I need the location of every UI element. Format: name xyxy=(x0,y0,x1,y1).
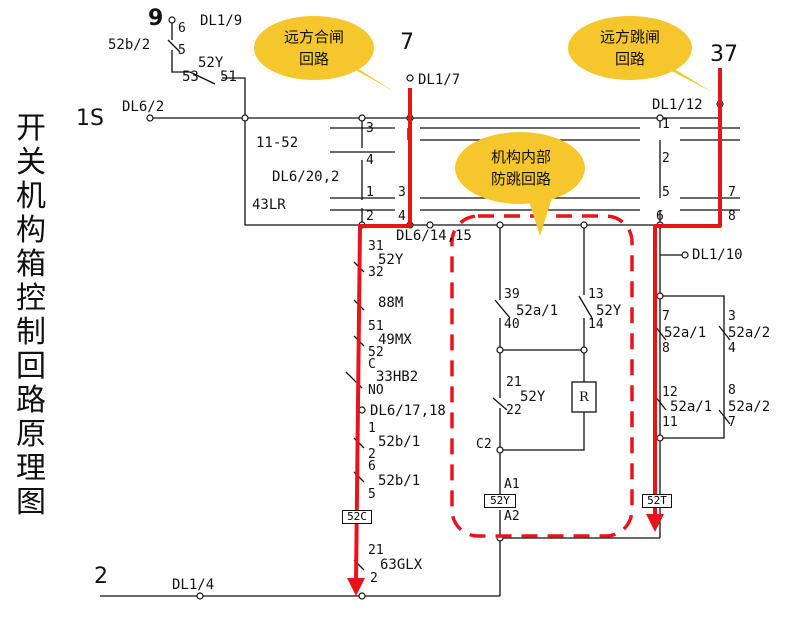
contact-52a2-right: 52a/2 xyxy=(728,325,771,341)
label-dl1-4: DL1/4 xyxy=(172,577,215,593)
pin-5e: 5 xyxy=(662,185,670,200)
pin-32: 32 xyxy=(368,265,384,280)
coil-52t: 52T xyxy=(642,494,672,508)
coil-52c: 52C xyxy=(342,510,372,524)
pin-5: 5 xyxy=(178,43,186,58)
pin-21b: 21 xyxy=(506,375,522,390)
pin-13: 13 xyxy=(588,287,604,302)
pin-51b: 51 xyxy=(368,319,384,334)
pin-3f: 3 xyxy=(728,309,736,324)
contact-52a2-lower: 52a/2 xyxy=(728,399,771,415)
contact-52b1-b: 52b/1 xyxy=(378,473,421,489)
pin-2d: 2 xyxy=(370,571,378,586)
pin-5c: 5 xyxy=(368,487,376,502)
pin-a1: A1 xyxy=(504,477,520,492)
callout-anti-pump-line2: 防跳回路 xyxy=(490,170,551,188)
pin-22: 22 xyxy=(506,403,522,418)
pin-7g: 7 xyxy=(728,415,736,430)
pin-3b: 3 xyxy=(398,185,406,200)
contact-52a1-right: 52a/1 xyxy=(664,325,707,341)
contact-52y-top: 52Y xyxy=(198,55,224,71)
pin-39: 39 xyxy=(504,287,520,302)
callout-anti-pump-line1: 机构内部 xyxy=(490,148,551,166)
pin-1a: 1 xyxy=(366,185,374,200)
contact-33hb2: 33HB2 xyxy=(376,369,419,385)
pin-4f: 4 xyxy=(728,341,736,356)
resistor xyxy=(571,381,597,413)
callout-shapes xyxy=(254,16,712,236)
pin-2c: 2 xyxy=(368,447,376,462)
contact-52y-inner: 52Y xyxy=(596,303,622,319)
terminal-2: 2 xyxy=(94,564,108,589)
contact-49mx: 49MX xyxy=(378,332,412,348)
pin-a2: A2 xyxy=(504,509,520,524)
pin-6: 6 xyxy=(178,21,186,36)
arrowheads xyxy=(347,514,664,596)
callout-remote-close-line1: 远方合闸 xyxy=(283,28,344,46)
pin-1e: 1 xyxy=(662,117,670,132)
pin-2e: 2 xyxy=(662,151,670,166)
terminal-1s: 1S xyxy=(76,106,104,131)
terminal-7: 7 xyxy=(400,30,414,55)
contact-52y-lower: 52Y xyxy=(520,389,546,405)
highlight-paths xyxy=(354,68,722,583)
contact-52b1-a: 52b/1 xyxy=(378,434,421,450)
label-dl1-12: DL1/12 xyxy=(652,97,703,113)
pin-3a: 3 xyxy=(366,121,374,136)
pin-12: 12 xyxy=(662,385,678,400)
pin-52: 52 xyxy=(368,345,384,360)
pin-6c: 6 xyxy=(368,459,376,474)
contact-52b2: 52b/2 xyxy=(108,37,151,53)
label-dl1-9: DL1/9 xyxy=(200,13,243,29)
pin-7f: 7 xyxy=(662,309,670,324)
coil-52y: 52Y xyxy=(484,494,516,508)
terminal-nodes xyxy=(146,16,724,600)
label-dl6-17: DL6/17,18 xyxy=(370,403,446,419)
pin-6e: 6 xyxy=(656,209,664,224)
pin-1c: 1 xyxy=(368,421,376,436)
callout-remote-trip-line2: 回路 xyxy=(614,50,645,68)
pin-4b: 4 xyxy=(398,209,406,224)
diagram-title: 开关机构箱控制回路原理图 xyxy=(16,111,46,520)
contact-43lr: 43LR xyxy=(252,197,286,213)
callout-remote-close: 远方合闸 回路 xyxy=(264,26,364,70)
pin-8e: 8 xyxy=(728,209,736,224)
pin-2a: 2 xyxy=(366,209,374,224)
contact-52y-left: 52Y xyxy=(378,252,404,268)
pin-8g: 8 xyxy=(728,383,736,398)
contact-88m: 88M xyxy=(378,295,404,311)
contact-52a1-lower: 52a/1 xyxy=(670,399,713,415)
contact-63glx: 63GLX xyxy=(380,557,423,573)
label-dl1-7: DL1/7 xyxy=(418,72,461,88)
wiring xyxy=(100,22,740,597)
callout-anti-pump: 机构内部 防跳回路 xyxy=(466,146,576,190)
pin-11: 11 xyxy=(662,415,678,430)
pin-7e: 7 xyxy=(728,185,736,200)
resistor-label: R xyxy=(579,390,589,405)
label-dl6-14: DL6/14,15 xyxy=(396,228,472,244)
label-dl1-10: DL1/10 xyxy=(692,247,743,263)
pin-c: C xyxy=(368,357,376,372)
pin-51: 51 xyxy=(220,69,237,85)
label-dl6-20: DL6/20,2 xyxy=(272,169,340,185)
pin-no: NO xyxy=(368,383,384,398)
callout-remote-trip: 远方跳闸 回路 xyxy=(580,26,680,70)
contact-52a1-inner: 52a/1 xyxy=(516,303,559,319)
terminal-37: 37 xyxy=(710,42,738,67)
label-dl6-2: DL6/2 xyxy=(122,99,165,115)
callout-remote-trip-line1: 远方跳闸 xyxy=(599,28,660,46)
pin-40: 40 xyxy=(504,317,520,332)
callout-remote-close-line2: 回路 xyxy=(298,50,329,68)
pin-53: 53 xyxy=(182,69,199,85)
pin-14: 14 xyxy=(588,317,604,332)
pin-21: 21 xyxy=(368,543,384,558)
anti-pump-dashed-box xyxy=(450,214,634,538)
pin-8f: 8 xyxy=(662,341,670,356)
pin-31: 31 xyxy=(368,239,384,254)
pin-4a: 4 xyxy=(366,153,374,168)
terminal-9: 9 xyxy=(148,6,164,31)
pin-c2: C2 xyxy=(476,437,492,452)
contact-11-52: 11-52 xyxy=(256,135,299,151)
